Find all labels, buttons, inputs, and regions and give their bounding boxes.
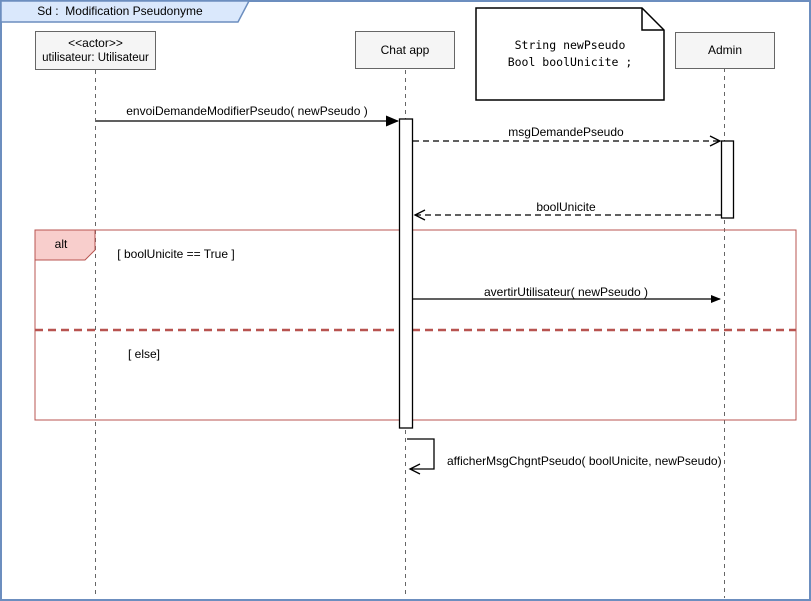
- participant-chatapp-label: Chat app: [380, 42, 430, 57]
- alt-guard-else: [ else]: [128, 347, 161, 361]
- diagram-title: Sd : Modification Pseudonyme: [37, 4, 203, 18]
- participant-admin: Admin: [675, 32, 775, 69]
- alt-frame-rect: [34, 229, 797, 421]
- message-label-msg-demande-pseudo: msgDemandePseudo: [508, 125, 624, 139]
- participant-admin-label: Admin: [707, 43, 742, 57]
- alt-guard-true: [ boolUnicite == True ]: [117, 247, 235, 261]
- note-shape: [475, 7, 665, 101]
- activation-admin: [720, 140, 735, 219]
- note-line-1: String newPseudo: [514, 38, 626, 52]
- title-tab-shape: [0, 0, 251, 23]
- message-label-bool-unicite: boolUnicite: [536, 200, 596, 214]
- participant-utilisateur-label: utilisateur: Utilisateur: [42, 51, 149, 64]
- message-label-envoi-demande-modifier-pseudo: envoiDemandeModifierPseudo( newPseudo ): [126, 104, 368, 118]
- alt-operator-tab-shape: [34, 229, 96, 261]
- participant-utilisateur-stereotype: <<actor>>: [68, 35, 123, 50]
- note: String newPseudo Bool boolUnicite ;: [476, 8, 664, 100]
- note-fold: [641, 8, 664, 31]
- note-line-2: Bool boolUnicite ;: [507, 55, 633, 69]
- alt-operator-label: alt: [54, 237, 68, 251]
- arrow-self-afficher-msg: [407, 438, 435, 475]
- activation-chatapp: [398, 118, 414, 429]
- participant-utilisateur: <<actor>> utilisateur: Utilisateur: [35, 31, 156, 70]
- message-label-avertir-utilisateur: avertirUtilisateur( newPseudo ): [483, 285, 649, 299]
- participant-chatapp: Chat app: [355, 31, 455, 69]
- message-label-afficher-msg-chgnt-pseudo: afficherMsgChgntPseudo( boolUnicite, new…: [447, 454, 722, 468]
